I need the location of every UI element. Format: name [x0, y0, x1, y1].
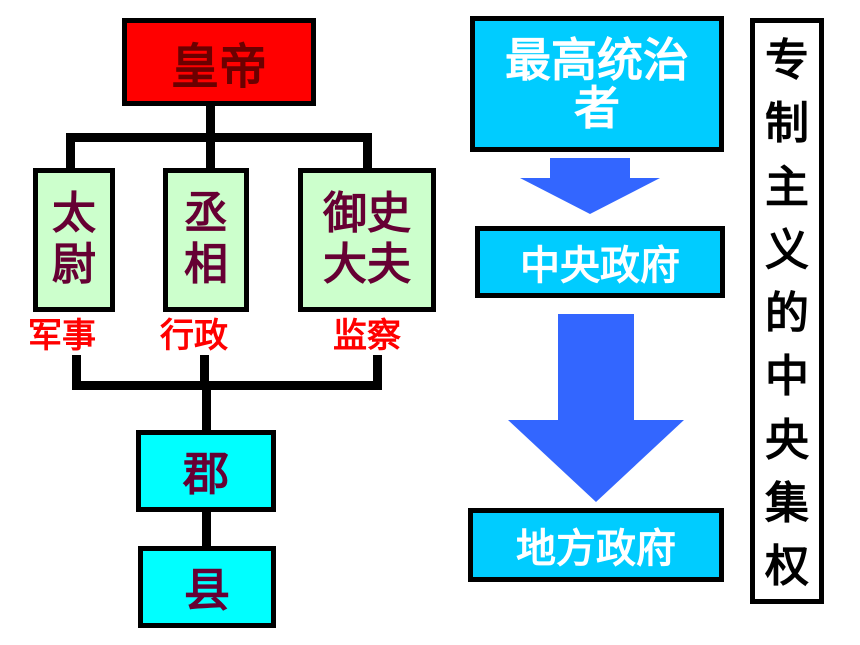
chengxiang-line1: 丞	[184, 188, 228, 240]
supreme-ruler-line1: 最高统治	[505, 32, 689, 87]
connector-taiwei-down	[72, 355, 81, 390]
arrow-down-small	[520, 158, 660, 214]
connector-emperor-down	[206, 103, 215, 137]
connector-chengxiang-up	[206, 133, 215, 170]
connector-yushi-up	[363, 133, 372, 170]
supreme-ruler-line2: 者	[574, 81, 620, 135]
county-box: 县	[138, 546, 276, 628]
function-military: 军事	[28, 316, 96, 356]
taiwei-line1: 太	[52, 188, 96, 240]
caption-char: 中	[765, 351, 809, 403]
minister-box-taiwei: 太 尉	[33, 168, 115, 312]
caption-char: 权	[765, 541, 809, 592]
caption-char: 的	[765, 288, 809, 339]
caption-char: 义	[765, 224, 809, 276]
central-government-box: 中央政府	[475, 226, 725, 298]
arrow-down-large	[508, 314, 684, 502]
emperor-box: 皇帝	[122, 18, 316, 106]
supreme-ruler-box: 最高统治 者	[470, 16, 724, 152]
connector-to-commandery	[202, 381, 211, 433]
yushi-line2: 大夫	[323, 239, 411, 290]
emperor-label: 皇帝	[170, 39, 267, 95]
central-government-label: 中央政府	[520, 243, 680, 289]
caption-char: 专	[765, 35, 809, 86]
caption-char: 集	[765, 477, 809, 529]
connector-commandery-county	[202, 508, 211, 552]
connector-taiwei-up	[66, 133, 75, 170]
minister-box-chengxiang: 丞 相	[163, 168, 249, 312]
minister-box-yushi: 御史 大夫	[298, 168, 436, 312]
caption-char: 主	[765, 161, 809, 213]
connector-ministers-top	[66, 133, 372, 142]
function-administration: 行政	[160, 316, 228, 356]
function-supervision: 监察	[333, 316, 401, 356]
county-label: 县	[184, 563, 230, 617]
commandery-label: 郡	[183, 447, 229, 501]
local-government-box: 地方政府	[468, 508, 724, 582]
connector-chengxiang-down	[200, 355, 209, 390]
caption-char: 央	[765, 414, 809, 466]
yushi-line1: 御史	[323, 188, 411, 240]
vertical-caption-box: 专 制 主 义 的 中 央 集 权	[750, 18, 824, 604]
connector-yushi-down	[373, 355, 382, 390]
taiwei-line2: 尉	[52, 239, 96, 290]
local-government-label: 地方政府	[516, 526, 676, 572]
connector-ministers-bottom	[72, 381, 382, 390]
chengxiang-line2: 相	[184, 239, 228, 290]
commandery-box: 郡	[136, 430, 276, 512]
caption-char: 制	[765, 98, 809, 150]
